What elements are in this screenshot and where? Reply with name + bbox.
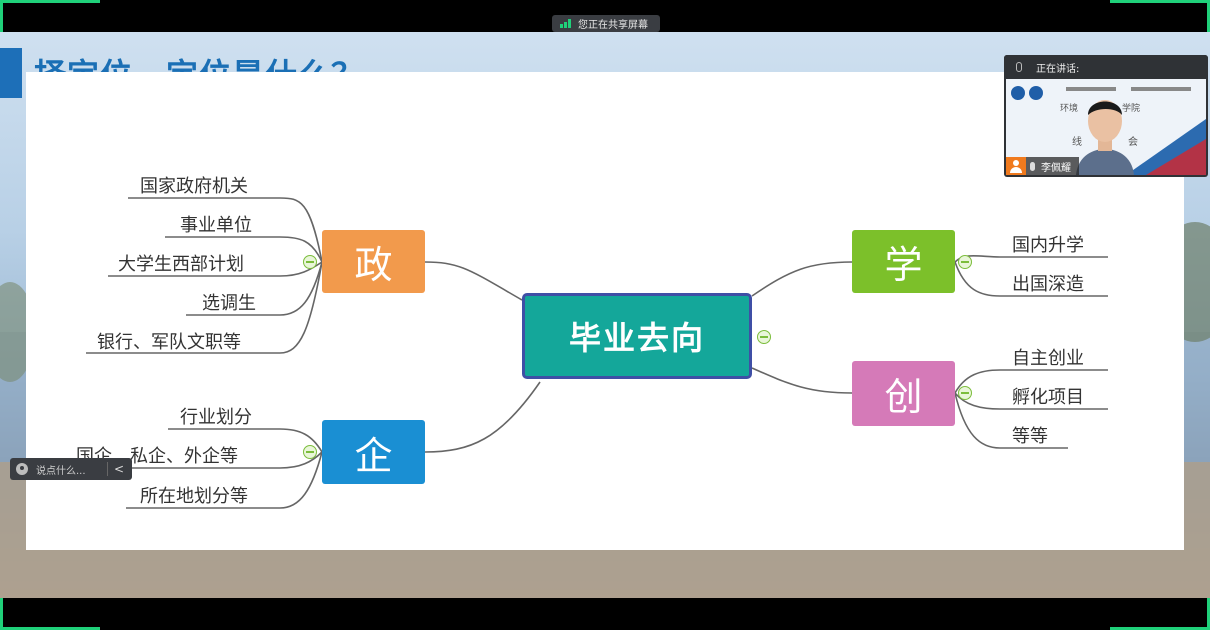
collapse-toggle-icon[interactable]	[303, 255, 317, 269]
chat-divider	[106, 462, 108, 476]
video-bg-text: 线	[1072, 135, 1082, 148]
speaker-name: 李佩耀	[1041, 162, 1071, 174]
leaf-xue-1[interactable]: 出国深造	[1012, 274, 1084, 295]
title-accent-bar	[0, 48, 22, 98]
speaker-name-tag: 李佩耀	[1006, 157, 1079, 175]
speaker-video-image: 环境 学院 线 会	[1006, 79, 1206, 175]
emoji-icon[interactable]	[16, 463, 28, 475]
leaf-chuang-0[interactable]: 自主创业	[1012, 348, 1084, 369]
corner-bracket	[1110, 0, 1210, 3]
chat-input-bar[interactable]: 说点什么... <	[10, 458, 132, 480]
video-bg-text: 环境	[1060, 102, 1078, 114]
screen-share-icon	[560, 19, 572, 28]
chevron-left-icon[interactable]: <	[113, 462, 124, 476]
branch-xue[interactable]: 学	[852, 230, 955, 293]
branch-qi[interactable]: 企	[322, 420, 425, 484]
center-node[interactable]: 毕业去向	[522, 293, 752, 379]
corner-bracket	[1207, 0, 1210, 34]
speaking-label: 正在讲话:	[1036, 63, 1080, 75]
screen-sharing-indicator[interactable]: 您正在共享屏幕	[552, 15, 660, 32]
leaf-qi-0[interactable]: 行业划分	[180, 407, 252, 428]
leaf-chuang-1[interactable]: 孵化项目	[1012, 387, 1084, 408]
video-bg-text: 学院	[1122, 102, 1140, 114]
chat-input-placeholder[interactable]: 说点什么...	[36, 465, 86, 477]
collapse-toggle-icon[interactable]	[303, 445, 317, 459]
corner-bracket	[1110, 627, 1210, 630]
branch-zheng[interactable]: 政	[322, 230, 425, 293]
collapse-toggle-icon[interactable]	[958, 255, 972, 269]
branch-chuang[interactable]: 创	[852, 361, 955, 426]
corner-bracket	[0, 596, 3, 630]
leaf-qi-2[interactable]: 所在地划分等	[140, 486, 248, 507]
speaker-header: 正在讲话:	[1004, 55, 1208, 79]
collapse-toggle-icon[interactable]	[757, 330, 771, 344]
corner-bracket	[0, 0, 100, 3]
leaf-chuang-2[interactable]: 等等	[1012, 426, 1048, 447]
corner-bracket	[1207, 596, 1210, 630]
corner-bracket	[0, 0, 3, 34]
screen-sharing-label: 您正在共享屏幕	[578, 20, 648, 31]
speaker-video-feed: 环境 学院 线 会 李佩耀	[1006, 79, 1206, 175]
leaf-xue-0[interactable]: 国内升学	[1012, 235, 1084, 256]
corner-bracket	[0, 627, 100, 630]
microphone-icon	[1030, 161, 1035, 171]
leaf-zheng-0[interactable]: 国家政府机关	[140, 176, 248, 197]
leaf-zheng-3[interactable]: 选调生	[202, 293, 256, 314]
leaf-zheng-4[interactable]: 银行、军队文职等	[97, 332, 241, 353]
user-icon	[1006, 157, 1026, 175]
leaf-zheng-1[interactable]: 事业单位	[180, 215, 252, 236]
speaker-video-tile[interactable]: 正在讲话: 环境 学院 线 会 李佩耀	[1004, 55, 1208, 177]
bottom-bar	[0, 598, 1210, 630]
leaf-zheng-2[interactable]: 大学生西部计划	[118, 254, 244, 275]
collapse-toggle-icon[interactable]	[958, 386, 972, 400]
microphone-icon	[1016, 62, 1022, 72]
video-bg-text: 会	[1128, 135, 1138, 148]
